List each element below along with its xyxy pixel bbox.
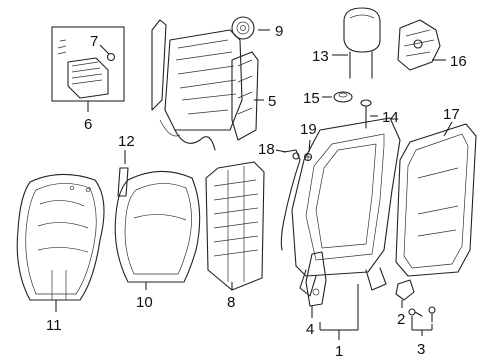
headrest-guide-part — [397, 19, 441, 71]
bolts-part — [408, 306, 436, 336]
seat-back-frame-part — [291, 117, 401, 297]
callout-14: 14 — [382, 109, 399, 126]
callout-10: 10 — [136, 294, 153, 311]
recliner-hinge-part — [305, 251, 327, 307]
callout-8: 8 — [227, 294, 235, 311]
callout-2: 2 — [397, 311, 405, 328]
callout-19: 19 — [300, 121, 317, 138]
callout-16: 16 — [450, 53, 467, 70]
part-1-leader — [319, 284, 359, 340]
rear-panel-part — [395, 123, 477, 277]
callout-4: 4 — [306, 321, 314, 338]
callout-15: 15 — [303, 90, 320, 107]
lumbar-support-part — [205, 161, 265, 291]
screw-part — [360, 99, 372, 129]
headrest-part — [343, 7, 381, 79]
callout-1: 1 — [335, 343, 343, 360]
callout-6: 6 — [84, 116, 92, 133]
grommet-part — [333, 91, 353, 103]
cable-part — [280, 149, 301, 251]
callout-7: 7 — [90, 33, 98, 50]
callout-13: 13 — [312, 48, 329, 65]
seat-back-pad-part — [114, 170, 201, 283]
rod-part — [117, 167, 129, 197]
callout-3: 3 — [417, 341, 425, 358]
callout-18: 18 — [258, 141, 275, 158]
bracket-part — [395, 279, 415, 301]
callout-5: 5 — [268, 93, 276, 110]
callout-17: 17 — [443, 106, 460, 123]
callout-9: 9 — [275, 23, 283, 40]
seat-back-cover-part — [16, 173, 105, 301]
callout-12: 12 — [118, 133, 135, 150]
callout-11: 11 — [46, 317, 62, 334]
module-inset-box — [51, 26, 125, 102]
seat-frame-part — [151, 16, 259, 151]
